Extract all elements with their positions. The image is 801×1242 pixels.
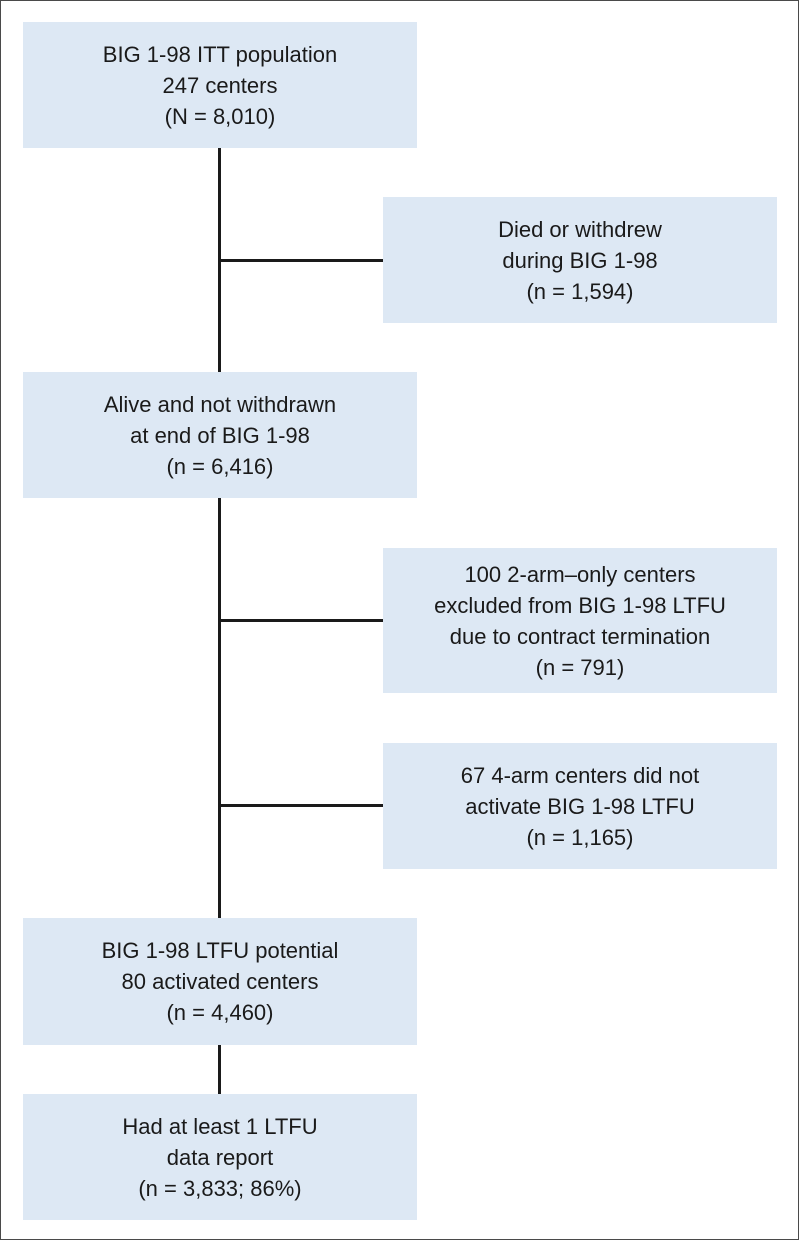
box-report-line-1: Had at least 1 LTFU <box>122 1113 318 1139</box>
box-not-activated-line-3: (n = 1,165) <box>526 824 634 850</box>
box-itt-population: BIG 1-98 ITT population 247 centers (N =… <box>23 22 417 148</box>
box-excluded-centers: 100 2-arm–only centers excluded from BIG… <box>383 548 777 693</box>
connector-to-died <box>218 259 383 262</box>
box-report-line-3: (n = 3,833; 86%) <box>138 1175 302 1201</box>
box-alive-line-3: (n = 6,416) <box>166 453 274 479</box>
box-excluded-line-2: excluded from BIG 1-98 LTFU <box>434 592 726 618</box>
box-died-line-2: during BIG 1-98 <box>502 247 658 273</box>
box-potential-line-2: 80 activated centers <box>121 969 319 994</box>
box-potential-line-3: (n = 4,460) <box>166 1000 274 1025</box>
box-ltfu-potential: BIG 1-98 LTFU potential 80 activated cen… <box>23 918 417 1045</box>
box-died-line-1: Died or withdrew <box>498 216 662 242</box>
box-excluded-line-1: 100 2-arm–only centers <box>464 561 696 587</box>
box-itt-line-3: (N = 8,010) <box>164 103 276 129</box>
box-itt-line-2: 247 centers <box>162 72 278 98</box>
box-not-activated-line-2: activate BIG 1-98 LTFU <box>465 793 695 819</box>
box-potential-line-1: BIG 1-98 LTFU potential <box>101 938 339 963</box>
box-excluded-line-3: due to contract termination <box>449 623 711 649</box>
box-ltfu-report: Had at least 1 LTFU data report (n = 3,8… <box>23 1094 417 1220</box>
box-died-line-3: (n = 1,594) <box>526 278 634 304</box>
box-died-or-withdrew: Died or withdrew during BIG 1-98 (n = 1,… <box>383 197 777 323</box>
main-connector-vertical <box>218 148 221 1045</box>
box-itt-line-1: BIG 1-98 ITT population <box>102 41 338 67</box>
box-excluded-line-4: (n = 791) <box>535 654 625 680</box>
connector-report-vertical <box>218 1045 221 1095</box>
box-not-activated-line-1: 67 4-arm centers did not <box>460 762 700 788</box>
box-not-activated: 67 4-arm centers did not activate BIG 1-… <box>383 743 777 869</box>
box-alive-not-withdrawn: Alive and not withdrawn at end of BIG 1-… <box>23 372 417 498</box>
box-report-line-2: data report <box>166 1144 274 1170</box>
connector-to-not-activated <box>218 804 383 807</box>
connector-to-excluded <box>218 619 383 622</box>
box-alive-line-1: Alive and not withdrawn <box>103 391 337 417</box>
box-alive-line-2: at end of BIG 1-98 <box>130 422 310 448</box>
